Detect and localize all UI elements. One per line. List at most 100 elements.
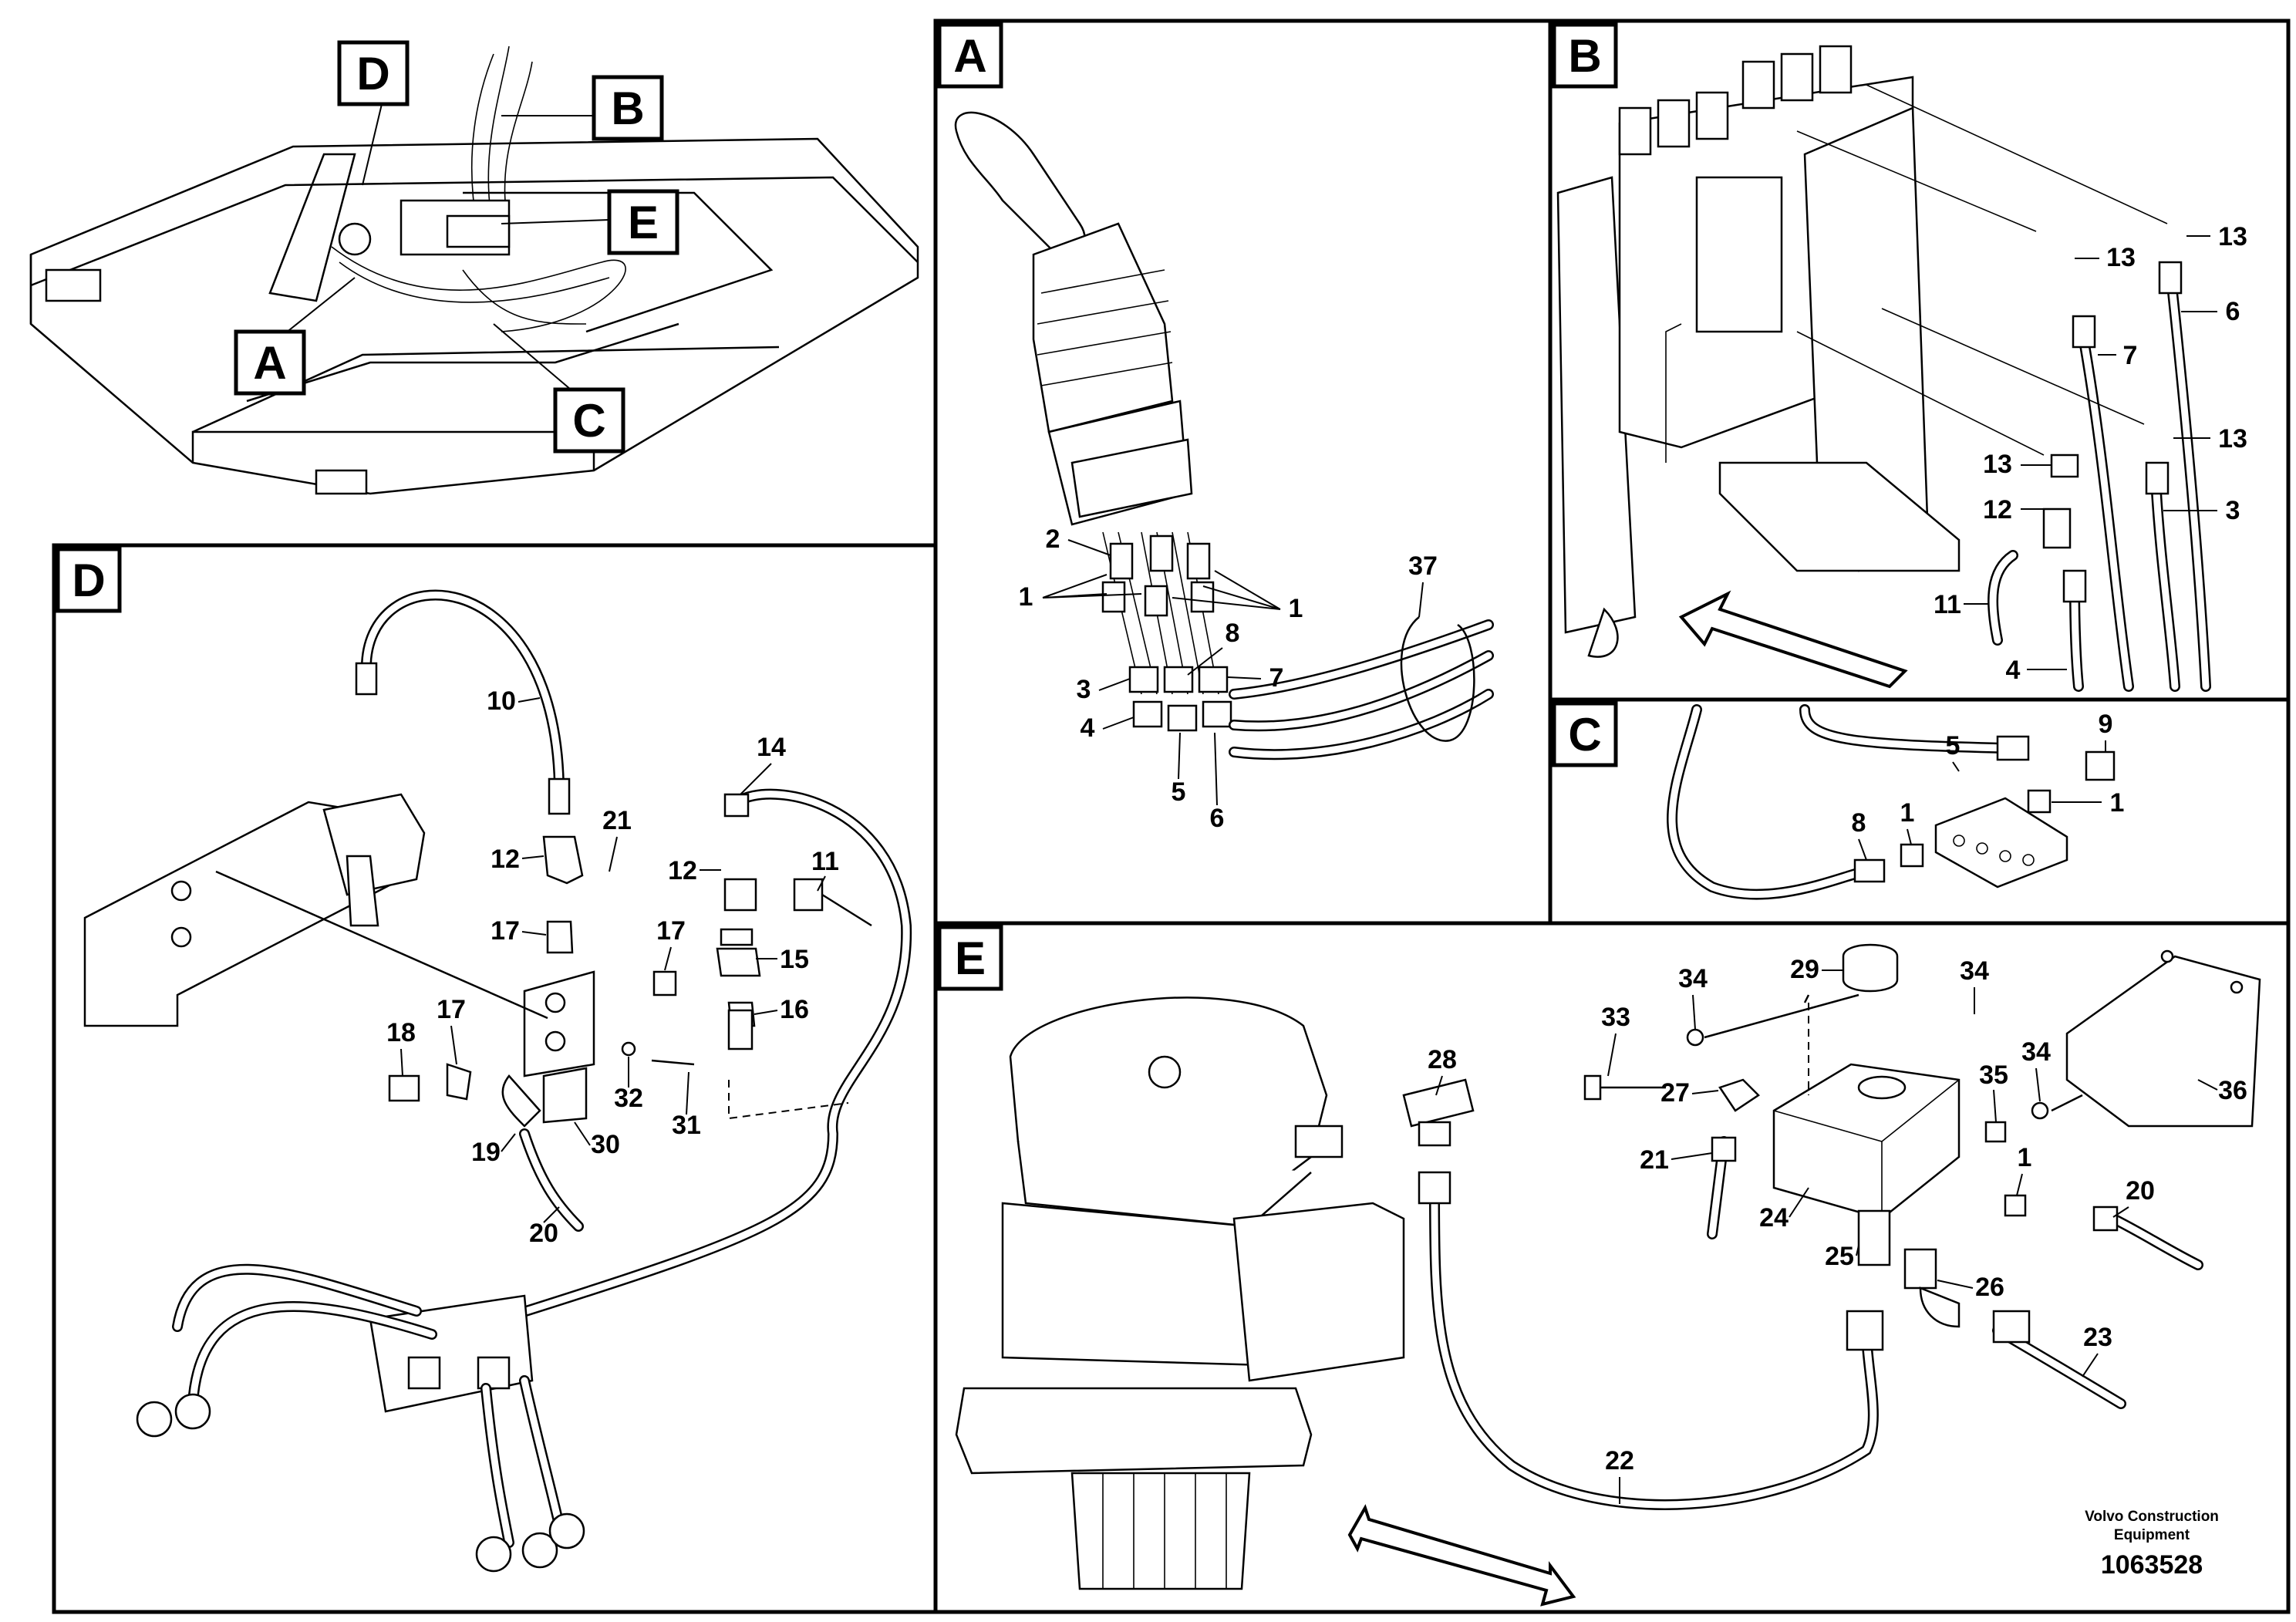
svg-text:13: 13 [2106,243,2136,272]
svg-text:19: 19 [471,1138,501,1167]
callout-c: C [553,387,625,454]
svg-text:5: 5 [1946,731,1961,760]
svg-text:13: 13 [2218,222,2247,251]
svg-text:A: A [953,30,986,82]
panel-b-hoses [1988,261,2211,692]
svg-text:35: 35 [1979,1061,2008,1090]
svg-text:18: 18 [386,1018,416,1047]
svg-text:B: B [1568,30,1601,82]
svg-text:1: 1 [1019,582,1033,612]
svg-text:12: 12 [491,845,520,874]
svg-text:27: 27 [1660,1078,1690,1108]
panel-a-joystick [954,111,1232,732]
svg-text:B: B [611,83,644,134]
svg-text:37: 37 [1408,551,1438,581]
overview-machine-frame [29,46,919,495]
svg-text:22: 22 [1605,1446,1634,1475]
svg-text:31: 31 [672,1111,701,1140]
svg-text:11: 11 [811,847,839,876]
svg-text:17: 17 [656,916,686,946]
svg-text:1: 1 [1289,594,1303,623]
panel-a-label: A [937,22,1003,89]
drawing-code: 1063528 [2101,1550,2203,1580]
svg-text:34: 34 [1960,956,1989,986]
svg-text:4: 4 [1081,713,1095,743]
panel-b-direction-arrow [1678,590,1908,689]
panel-d-labels: 10 14 21 12 12 11 17 17 15 16 18 17 32 3… [386,686,839,1248]
svg-text:1: 1 [2018,1143,2032,1172]
panel-frame-e [933,921,2291,1614]
svg-text:36: 36 [2218,1076,2247,1105]
svg-text:9: 9 [2099,710,2113,739]
svg-text:12: 12 [1983,495,2012,524]
callout-e: E [607,189,679,255]
svg-text:15: 15 [780,945,809,974]
panel-b-label: B [1552,22,1618,89]
panel-e-direction-arrow [1347,1504,1576,1607]
svg-text:16: 16 [780,995,809,1024]
svg-text:33: 33 [1601,1003,1630,1032]
svg-text:D: D [72,555,105,606]
panel-c-labels: 9 5 1 1 8 [1852,710,2125,861]
panel-b-labels: 13 13 6 7 13 13 12 3 11 4 [1934,222,2247,685]
panel-e-parts [1402,943,2261,1510]
svg-text:5: 5 [1172,777,1186,807]
callout-b: B [592,75,664,141]
svg-text:29: 29 [1790,955,1819,984]
panel-c-label: C [1552,701,1618,767]
svg-text:23: 23 [2083,1323,2112,1352]
svg-text:24: 24 [1759,1203,1789,1233]
svg-text:32: 32 [614,1084,643,1113]
callout-d: D [337,40,410,106]
svg-text:25: 25 [1825,1242,1854,1271]
svg-text:8: 8 [1226,619,1240,648]
svg-text:12: 12 [668,856,697,885]
svg-text:17: 17 [437,995,466,1024]
svg-text:1: 1 [1900,798,1915,828]
svg-text:21: 21 [1640,1145,1669,1175]
panel-b-control-valve [1556,45,1961,658]
svg-text:2: 2 [1046,524,1060,554]
svg-text:10: 10 [487,686,516,716]
svg-text:C: C [1568,709,1601,760]
svg-text:E: E [628,197,659,248]
svg-text:3: 3 [1077,675,1091,704]
panel-frame-c [1548,697,2291,926]
callout-a: A [234,329,306,396]
brand-line-1: Volvo Construction [2085,1509,2219,1525]
svg-text:A: A [253,337,286,389]
panel-d-label: D [56,547,122,613]
svg-text:34: 34 [2021,1037,2051,1067]
svg-text:1: 1 [2110,788,2125,818]
svg-text:C: C [572,395,605,447]
svg-text:20: 20 [529,1219,558,1248]
svg-text:13: 13 [2218,424,2247,454]
panel-a-cable-tie [1400,616,1475,742]
svg-text:17: 17 [491,916,520,946]
panel-e-label: E [937,925,1003,991]
svg-text:3: 3 [2226,496,2240,525]
svg-text:13: 13 [1983,450,2012,479]
panel-c-parts [1667,704,2116,900]
svg-text:8: 8 [1852,808,1866,838]
svg-text:E: E [955,932,986,984]
svg-text:34: 34 [1678,964,1708,993]
svg-text:30: 30 [591,1130,620,1159]
panel-e-swing-motor [955,996,1405,1590]
svg-text:21: 21 [602,806,632,835]
svg-text:6: 6 [1210,804,1225,833]
svg-text:11: 11 [1934,590,1961,619]
svg-text:6: 6 [2226,297,2240,326]
brand-line-2: Equipment [2114,1527,2190,1543]
panel-e-labels: 28 34 29 34 33 27 35 34 36 21 1 20 24 25… [1428,955,2247,1504]
svg-text:7: 7 [2123,341,2138,370]
panel-d-parts [83,589,912,1573]
svg-text:26: 26 [1975,1273,2004,1302]
svg-text:28: 28 [1428,1045,1457,1074]
svg-text:14: 14 [757,733,786,762]
panel-a-labels: 2 1 1 8 3 7 4 5 6 37 [1019,524,1438,833]
svg-text:4: 4 [2006,656,2021,685]
svg-text:D: D [356,48,389,99]
svg-text:7: 7 [1269,663,1284,693]
svg-text:20: 20 [2126,1176,2155,1206]
